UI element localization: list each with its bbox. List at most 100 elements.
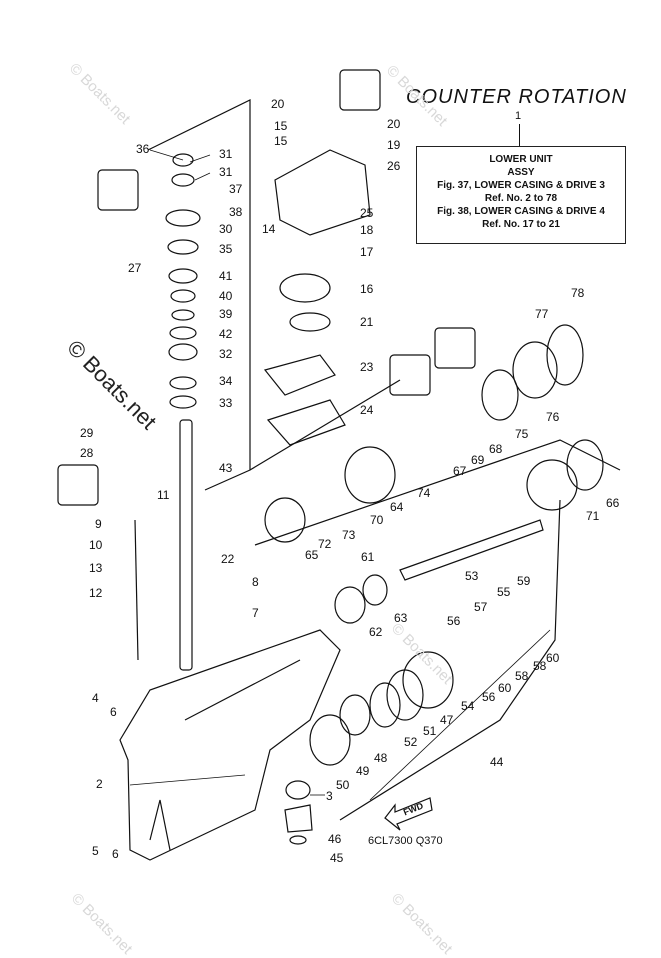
- figure-ref-1-range: Ref. No. 2 to 78: [484, 193, 558, 204]
- callout-44: 44: [490, 755, 504, 769]
- bearing-65: [264, 497, 306, 543]
- callout-36: 36: [136, 142, 150, 156]
- callout-52: 52: [404, 735, 418, 749]
- callout-40: 40: [219, 289, 233, 303]
- callout-58b: 58: [533, 659, 547, 673]
- part-code: 6CL7300 Q370: [368, 835, 443, 847]
- callout-61: 61: [361, 550, 375, 564]
- assembly-leader-line: [519, 124, 520, 146]
- callout-34: 34: [219, 374, 233, 388]
- callout-14: 14: [262, 222, 276, 236]
- figure-ref-2: Fig. 38, LOWER CASING & DRIVE 4: [437, 206, 605, 217]
- lower-casing: [119, 629, 341, 861]
- callout-68: 68: [489, 442, 503, 456]
- callout-75: 75: [515, 427, 529, 441]
- callout-70: 70: [370, 513, 384, 527]
- figure-ref-1: Fig. 37, LOWER CASING & DRIVE 3: [437, 180, 605, 191]
- callout-13: 13: [89, 561, 103, 575]
- callout-31a: 31: [219, 147, 233, 161]
- callout-17: 17: [360, 245, 374, 259]
- callout-50: 50: [336, 778, 350, 792]
- callout-74: 74: [417, 486, 431, 500]
- pump-group-frame: [249, 379, 401, 471]
- callout-30: 30: [219, 222, 233, 236]
- assembly-name-2: ASSY: [507, 167, 535, 178]
- callout-4: 4: [92, 691, 99, 705]
- gear-group-frame: [254, 439, 621, 546]
- callout-32: 32: [219, 347, 233, 361]
- callout-28: 28: [80, 446, 94, 460]
- clutch-63: [362, 574, 388, 606]
- callout-16: 16: [360, 282, 374, 296]
- assembly-name: LOWER UNIT: [489, 154, 553, 165]
- callout-22: 22: [221, 552, 235, 566]
- callout-18: 18: [360, 223, 374, 237]
- callout-20b: 20: [387, 117, 401, 131]
- callout-69: 69: [471, 453, 485, 467]
- callout-35: 35: [219, 242, 233, 256]
- ring-77: [546, 324, 584, 386]
- propeller-shaft: [399, 519, 544, 581]
- callout-77: 77: [535, 307, 549, 321]
- callout-33: 33: [219, 396, 233, 410]
- callout-67: 67: [453, 464, 467, 478]
- callout-65: 65: [305, 548, 319, 562]
- callout-15b: 15: [274, 134, 288, 148]
- callout-42: 42: [219, 327, 233, 341]
- bearing-48: [339, 694, 371, 736]
- detail-inset-68: [434, 327, 476, 369]
- outer-plate-gasket: [263, 354, 336, 396]
- callout-21: 21: [360, 315, 374, 329]
- callout-66: 66: [606, 496, 620, 510]
- callout-62: 62: [369, 625, 383, 639]
- callout-49: 49: [356, 764, 370, 778]
- detail-inset-67: [389, 354, 431, 396]
- callout-63: 63: [394, 611, 408, 625]
- callout-72: 72: [318, 537, 332, 551]
- callout-15a: 15: [274, 119, 288, 133]
- callout-25: 25: [360, 206, 374, 220]
- assembly-ref-number: 1: [515, 110, 522, 122]
- callout-11: 11: [157, 488, 170, 502]
- detail-inset-11: [57, 464, 99, 506]
- exploded-parts-diagram: 2 3 4 5 6 6 7 8 9 10 11 12 13 14 15 15 1…: [57, 69, 621, 865]
- callout-5: 5: [92, 844, 99, 858]
- water-pump-housing: [274, 149, 371, 236]
- callout-6b: 6: [112, 847, 119, 861]
- reverse-gear-47: [402, 651, 454, 709]
- shift-rod: [134, 519, 139, 661]
- cap-49: [309, 714, 351, 766]
- dog-clutch-62: [334, 586, 366, 624]
- callout-7: 7: [252, 606, 259, 620]
- callout-27: 27: [128, 261, 142, 275]
- callout-39: 39: [219, 307, 233, 321]
- callout-26: 26: [387, 159, 401, 173]
- casing-64: [344, 446, 396, 504]
- callout-24: 24: [360, 403, 374, 417]
- callout-20a: 20: [271, 97, 285, 111]
- callout-23: 23: [360, 360, 374, 374]
- callout-60a: 60: [498, 681, 512, 695]
- callout-labels: 2 3 4 5 6 6 7 8 9 10 11 12 13 14 15 15 1…: [80, 97, 620, 865]
- lower-frame: [339, 499, 561, 821]
- bearing-51: [386, 669, 424, 721]
- callout-58a: 58: [515, 669, 529, 683]
- callout-47: 47: [440, 713, 454, 727]
- callout-6a: 6: [110, 705, 117, 719]
- callout-71: 71: [586, 509, 600, 523]
- figure-ref-2-range: Ref. No. 17 to 21: [482, 219, 560, 230]
- callout-55: 55: [497, 585, 511, 599]
- callout-8: 8: [252, 575, 259, 589]
- washer-52: [369, 682, 401, 728]
- callout-64: 64: [390, 500, 404, 514]
- callout-56a: 56: [447, 614, 461, 628]
- callout-78: 78: [571, 286, 585, 300]
- callout-56b: 56: [482, 690, 496, 704]
- shaft-group-frame: [147, 99, 251, 491]
- callout-12: 12: [89, 586, 103, 600]
- callout-59: 59: [517, 574, 531, 588]
- detail-inset-30: [97, 169, 139, 211]
- page-title: COUNTER ROTATION: [406, 86, 627, 108]
- callout-53: 53: [465, 569, 479, 583]
- fwd-arrow: [384, 797, 433, 831]
